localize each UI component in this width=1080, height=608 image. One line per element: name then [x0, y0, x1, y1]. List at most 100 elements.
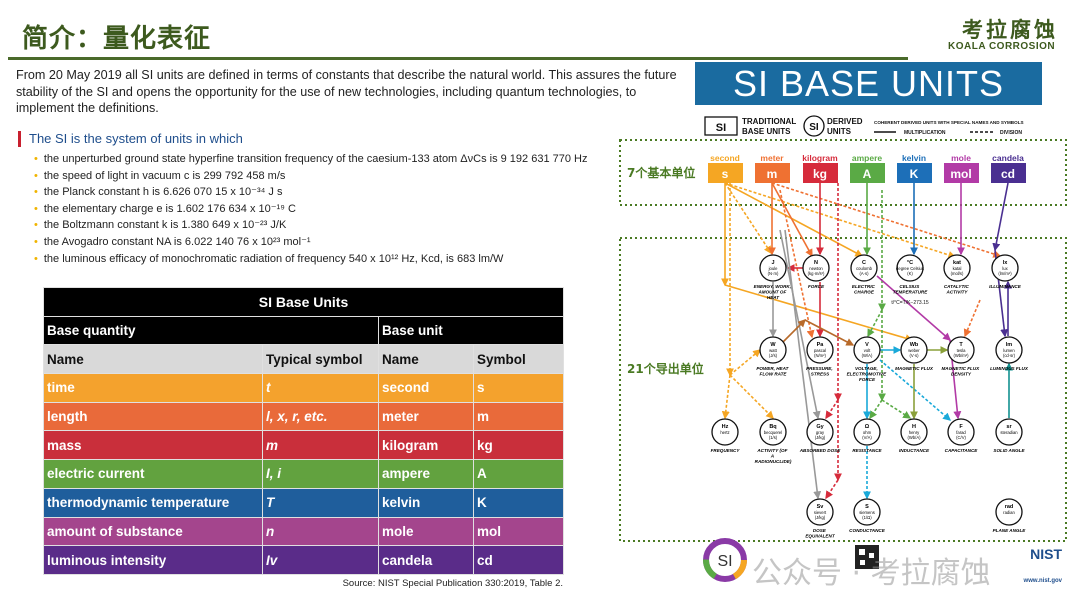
derived-unit-name: farad	[956, 430, 966, 435]
si-heading: The SI is the system of units in which	[18, 131, 243, 147]
unit-name: kilogram	[378, 430, 474, 461]
base-unit-symbol: cd	[1001, 167, 1015, 181]
derived-unit-symbol: S	[865, 504, 869, 510]
derived-unit-expression: (lm/m²)	[998, 271, 1012, 276]
derived-unit-symbol: V	[865, 342, 869, 348]
connector-line	[804, 319, 855, 346]
derived-unit-expression: (1/s)	[769, 435, 778, 440]
derived-unit-symbol: lm	[1006, 342, 1013, 348]
brand-logo-en: KOALA CORROSION	[948, 41, 1056, 52]
connector-line	[825, 479, 839, 500]
derived-unit-expression: (C/V)	[956, 435, 966, 440]
derived-unit-quantity: MAGNETIC FLUX DENSITY	[941, 366, 980, 377]
base-unit-symbol: A	[863, 167, 872, 181]
derived-unit-expression: (mol/s)	[951, 271, 964, 276]
title-divider	[8, 57, 908, 60]
unit-symbol: cd	[472, 545, 565, 575]
table-title: SI Base Units	[42, 287, 565, 317]
derived-unit-quantity: FREQUENCY	[711, 448, 741, 453]
derived-unit-quantity: CONDUCTANCE	[849, 528, 886, 533]
derived-unit-quantity: SOLID ANGLE	[993, 448, 1025, 453]
group-header: Base unit	[377, 315, 565, 346]
derived-unit-quantity: CAPACITANCE	[945, 448, 979, 453]
derived-unit-symbol: Wb	[910, 342, 919, 348]
derived-unit-expression: (J/kg)	[815, 515, 826, 520]
derived-unit-quantity: CATALYTIC ACTIVITY	[944, 284, 970, 295]
derived-unit-quantity: ACTIVITY (OF A RADIONUCLIDE)	[755, 448, 792, 464]
derived-unit-symbol: Bq	[769, 424, 776, 430]
derived-unit-symbol: lx	[1003, 260, 1009, 266]
base-unit-candela: candela cd	[991, 153, 1026, 183]
connector-line	[779, 319, 806, 346]
base-unit-name: kilogram	[802, 153, 838, 163]
column-header: Typical symbol	[262, 344, 379, 375]
derived-unit-name: steradian	[1000, 430, 1018, 435]
quantity-name: thermodynamic temperature	[43, 487, 263, 518]
table-source: Source: NIST Special Publication 330:201…	[342, 578, 563, 589]
constant-item: the unperturbed ground state hyperfine t…	[34, 151, 588, 168]
derived-unit-symbol: °C	[907, 260, 913, 266]
derived-unit-quantity: INDUCTANCE	[899, 448, 930, 453]
base-unit-name: kelvin	[902, 153, 926, 163]
derived-unit-quantity: ELECTRIC CHARGE	[852, 284, 876, 295]
derived-unit-name: newton	[809, 266, 823, 271]
base-unit-name: ampere	[852, 153, 883, 163]
derived-unit-name: weber	[908, 348, 920, 353]
legend-base-units: BASE UNITS	[742, 127, 791, 136]
si-base-units-banner: SI BASE UNITS	[695, 62, 1042, 105]
connector-line	[992, 182, 1009, 252]
derived-unit-name: volt	[864, 348, 871, 353]
base-unit-name: candela	[992, 153, 1024, 163]
qr-code-icon	[855, 545, 879, 569]
derived-unit-symbol: Gy	[816, 424, 824, 430]
unit-name: mole	[378, 516, 474, 547]
constant-item: the speed of light in vacuum c is 299 79…	[34, 168, 587, 185]
derived-unit-symbol: Ω	[865, 424, 870, 430]
derived-unit-quantity: MAGNETIC FLUX	[895, 366, 934, 371]
wechat-watermark: 公众号 · 考拉腐蚀	[752, 556, 991, 591]
derived-unit-symbol: W	[770, 342, 776, 348]
derived-unit-name: gray	[816, 430, 825, 435]
derived-unit-expression: (kg·m/s²)	[808, 271, 825, 276]
derived-unit-quantity: LUMINOUS FLUX	[990, 366, 1029, 371]
base-unit-name: meter	[760, 153, 784, 163]
brand-logo-cn: 考拉腐蚀	[962, 18, 1058, 42]
quantity-symbol: Iv	[262, 545, 379, 575]
derived-unit-symbol: kat	[953, 260, 961, 266]
base-unit-symbol: mol	[950, 167, 971, 181]
legend-si-box-label: SI	[716, 122, 726, 134]
nist-logo-text: NIST	[1030, 546, 1062, 562]
connector-line	[724, 182, 772, 255]
quantity-name: length	[43, 401, 263, 432]
derived-unit-name: katal	[953, 266, 962, 271]
derived-unit-quantity: ABSORBED DOSE	[799, 448, 842, 453]
derived-unit-symbol: F	[959, 424, 963, 430]
constant-item: the elementary charge e is 1.602 176 634…	[34, 201, 587, 218]
si-logo-text: SI	[717, 553, 732, 570]
quantity-name: electric current	[43, 459, 263, 489]
base-unit-name: second	[710, 153, 740, 163]
derived-unit-name: lumen	[1003, 348, 1015, 353]
derived-unit-symbol: Pa	[817, 342, 825, 348]
derived-unit-symbol: Sv	[817, 504, 825, 510]
group-header: Base quantity	[43, 315, 379, 346]
unit-name: candela	[378, 545, 474, 575]
derived-unit-name: degree Celsius	[896, 266, 924, 271]
